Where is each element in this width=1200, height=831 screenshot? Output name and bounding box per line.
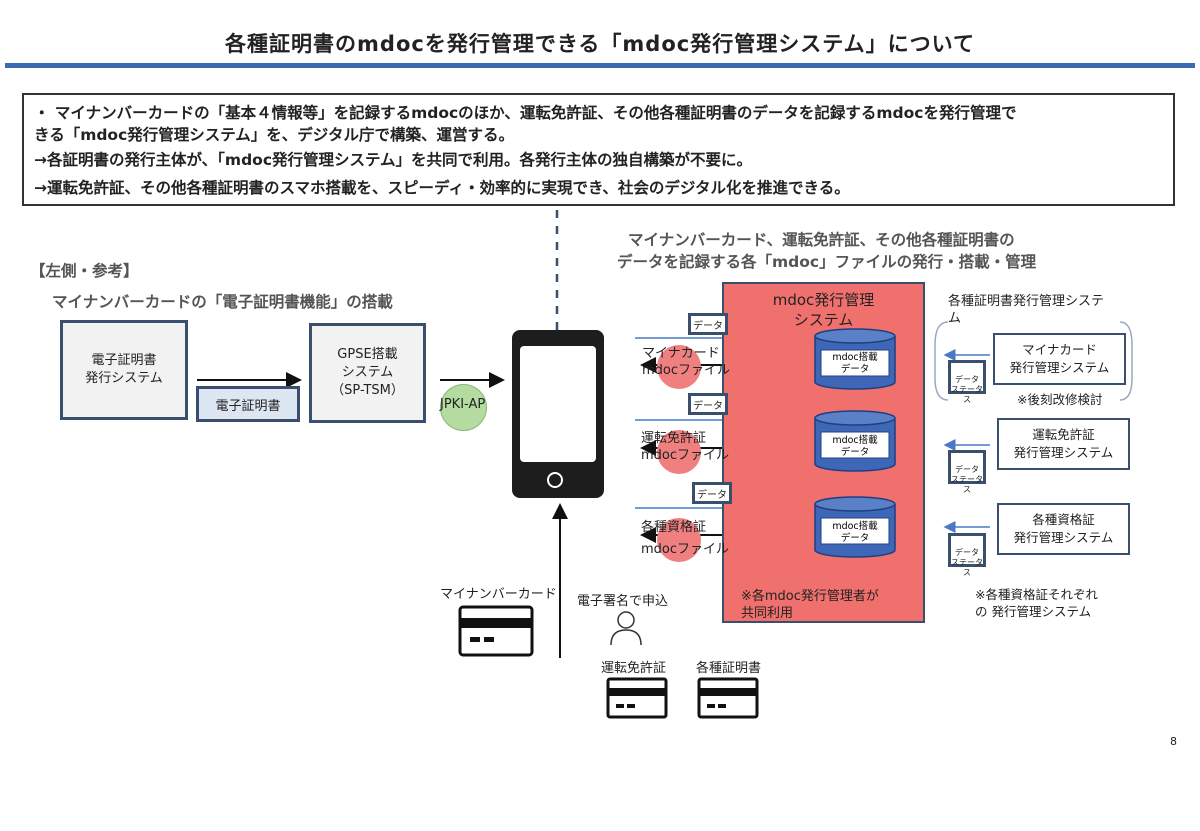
status1-line2: ステータス [951,385,983,404]
certificate-card-icon [697,677,759,719]
smartphone [512,330,604,498]
mdoc-system-title-line2: システム [793,311,854,329]
home-button-icon [547,472,563,488]
issuing-system-line2: 発行システム [85,371,163,386]
mynacard-note: ※後刻改修検討 [1017,392,1103,407]
file1-line1: マイナカード [642,346,720,361]
mynumber-card-label: マイナンバーカード [440,587,557,602]
status1-line1: データ [955,375,979,384]
license-card-icon [606,677,668,719]
mdoc-file-3-label: 各種資格証 mdocファイル [641,517,729,561]
apply-with-signature-label: 電子署名で申込 [577,594,669,609]
summary-line-1: ・ マイナンバーカードの「基本４情報等」を記録するmdocのほか、運転免許証、そ… [34,104,1017,122]
license-label: 運転免許証 [601,661,667,676]
mdoc-system-title-line1: mdoc発行管理 [772,291,875,309]
mdoc-file-1-label: マイナカード mdocファイル [642,345,730,379]
cylinder2-line2: データ [840,447,870,458]
right-heading-line1: マイナンバーカード、運転免許証、その他各種証明書の [628,231,1015,249]
status-tag-3: データ ステータス [948,533,986,577]
summary-line-2: きる「mdoc発行管理システム」を、デジタル庁で構築、運営する。 [34,126,514,144]
file3-line1: 各種資格証 [641,520,707,535]
license-mgmt-system-box: 運転免許証 発行管理システム [997,418,1130,470]
status2-line1: データ [955,465,979,474]
right-heading-line2: データを記録する各「mdoc」ファイルの発行・搭載・管理 [617,253,1037,271]
mynacard-line1: マイナカード [1022,342,1097,357]
cylinder2-label: mdoc搭載 データ [816,435,894,459]
gpse-system-box: GPSE搭載 システム （SP-TSM） [309,323,426,423]
cylinder3-label: mdoc搭載 データ [816,521,894,545]
cylinder3-line1: mdoc搭載 [832,521,878,532]
file3-line2: mdocファイル [641,542,730,557]
data-tag-2: データ [688,393,728,415]
mynacard-line2: 発行管理システム [1009,360,1110,375]
id-card-icon [458,605,534,657]
data-tag-1: データ [688,313,728,335]
status3-line1: データ [955,548,979,557]
cylinder2-line1: mdoc搭載 [832,435,878,446]
mdoc-file-circle-1 [657,345,701,389]
summary-line-4: →運転免許証、その他各種証明書のスマホ搭載を、スピーディ・効率的に実現でき、社会… [34,179,850,197]
page-number: 8 [1170,735,1177,748]
summary-box: ・ マイナンバーカードの「基本４情報等」を記録するmdocのほか、運転免許証、そ… [22,93,1175,206]
database-cylinder-icon [814,410,896,472]
data-tag-3: データ [692,482,732,504]
cylinder1-line2: データ [840,364,870,375]
gpse-line2: システム [341,365,394,380]
file2-line1: 運転免許証 [641,431,707,446]
right-systems-bracket-r [1119,321,1133,401]
cylinder3-line2: データ [840,533,870,544]
smartphone-screen [520,346,596,462]
left-heading: マイナンバーカードの「電子証明書機能」の搭載 [52,293,393,311]
title-rule [5,63,1195,68]
issuing-system-line1: 電子証明書 [91,353,157,368]
shared-note-line2: 共同利用 [741,606,794,621]
right-systems-bracket [934,321,949,401]
file1-line2: mdocファイル [642,363,731,378]
mgmt-heading-line2: ム [948,311,962,326]
qualification-mgmt-system-box: 各種資格証 発行管理システム [997,503,1130,555]
cylinder1-line1: mdoc搭載 [832,352,878,363]
file2-line2: mdocファイル [641,448,730,463]
qual-note-line2: の 発行管理システム [975,604,1092,619]
page-title: 各種証明書のmdocを発行管理できる「mdoc発行管理システム」について [225,32,975,56]
cylinder1-label: mdoc搭載 データ [816,352,894,376]
mdoc-file-2-label: 運転免許証 mdocファイル [641,430,729,464]
certificates-label: 各種証明書 [696,661,762,676]
database-cylinder-icon [814,328,896,390]
database-cylinder-icon [814,496,896,558]
status2-line2: ステータス [951,475,983,494]
jpki-label: JPKI-AP [440,397,486,412]
license-line1: 運転免許証 [1032,427,1095,442]
status-tag-2: データ ステータス [948,450,986,494]
left-reference-label: 【左側・参考】 [30,262,139,280]
qual-note-line1: ※各種資格証それぞれ [975,587,1098,602]
status-tag-1: データ ステータス [948,360,986,404]
mdoc-file-circle-2 [657,430,701,474]
electronic-cert-label: 電子証明書 [196,386,300,422]
status3-line2: ステータス [951,558,983,577]
shared-note-line1: ※各mdoc発行管理者が [741,589,879,604]
gpse-line1: GPSE搭載 [337,347,398,362]
jpki-circle [440,384,487,431]
cert-issuing-system-box: 電子証明書 発行システム [60,320,188,420]
qual-line2: 発行管理システム [1013,530,1114,545]
license-line2: 発行管理システム [1013,445,1114,460]
summary-line-3: →各証明書の発行主体が、「mdoc発行管理システム」を共同で利用。各発行主体の独… [34,151,753,169]
mdoc-file-circle-3 [657,518,701,562]
qual-line1: 各種資格証 [1032,512,1095,527]
gpse-line3: （SP-TSM） [331,383,404,398]
person-icon [610,611,642,646]
mgmt-heading-line1: 各種証明書発行管理システ [948,294,1105,309]
mynacard-mgmt-system-box: マイナカード 発行管理システム [993,333,1126,385]
